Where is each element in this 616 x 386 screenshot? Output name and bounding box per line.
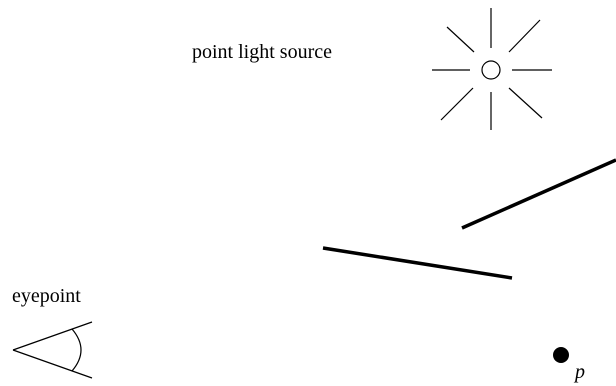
light-ray-down-left [440, 87, 474, 121]
eye-arc [71, 328, 82, 372]
light-ray-down-right [508, 87, 543, 119]
light-ray-up-left [446, 26, 475, 53]
eye-upper-line [12, 321, 93, 351]
eyepoint-label: eyepoint [12, 285, 81, 307]
point-dot-icon [553, 347, 569, 363]
point-label: p [573, 361, 585, 383]
eye-lower-line [12, 349, 93, 379]
light-ray-up-right [508, 19, 541, 53]
light-source-icon [432, 8, 552, 130]
occluder-segment-upper [461, 158, 616, 230]
eye-icon [12, 321, 93, 379]
light-bulb-circle [481, 60, 501, 80]
occluder-segment-lower [322, 246, 513, 280]
light-source-label: point light source [192, 41, 332, 63]
